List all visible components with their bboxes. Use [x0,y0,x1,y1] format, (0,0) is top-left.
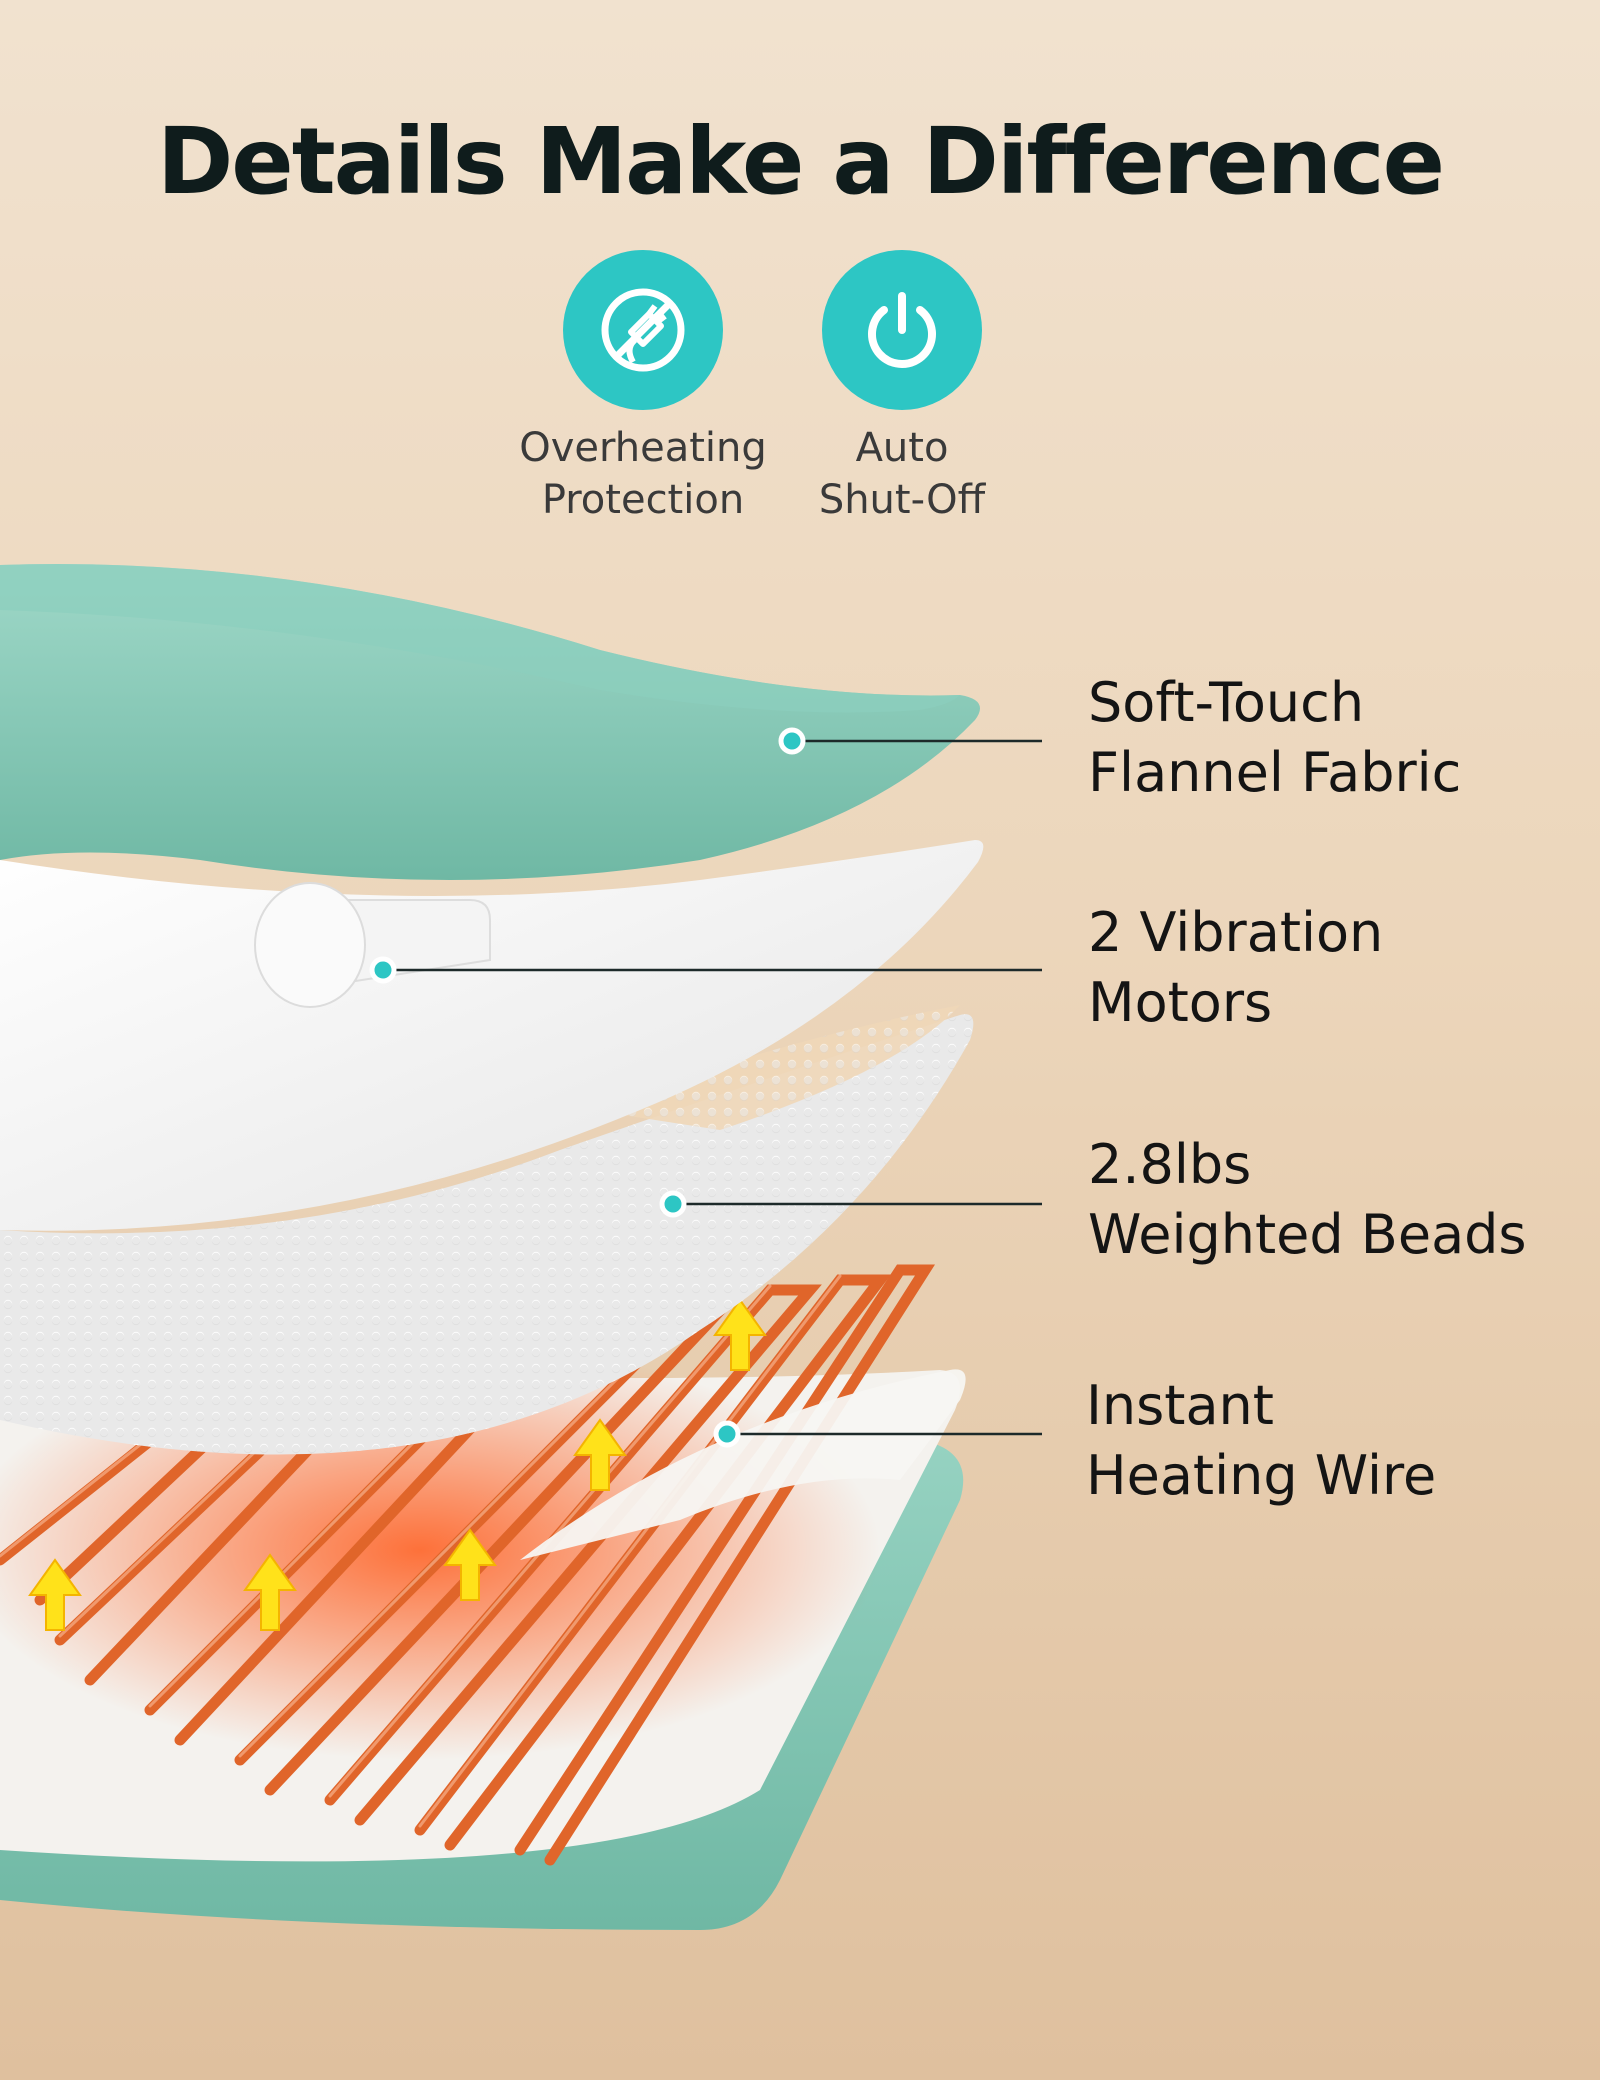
callout-line2: Heating Wire [1086,1444,1437,1507]
heat-arrow-icon [573,1418,627,1491]
no-plug-icon [563,250,723,410]
page-title: Details Make a Difference [156,108,1445,215]
callout-line2: Flannel Fabric [1088,741,1462,804]
feature-overheating-protection: Overheating Protection [508,250,778,526]
feature-auto-shut-off: Auto Shut-Off [767,250,1037,526]
feature-label-line1: Auto [855,425,949,471]
callout-line1: 2.8lbs [1088,1133,1252,1196]
feature-label-line2: Shut-Off [818,477,986,523]
heat-arrow-icon [713,1298,767,1371]
callout-heating-wire: Instant Heating Wire [1086,1371,1436,1511]
callout-vibration-motors: 2 Vibration Motors [1088,898,1383,1038]
feature-label-line2: Protection [541,477,745,523]
callout-lines [383,739,1042,1436]
heat-arrow-icon [443,1528,497,1601]
feature-label-line1: Overheating [519,425,767,471]
callout-flannel-fabric: Soft-Touch Flannel Fabric [1088,668,1461,808]
feature-label: Auto Shut-Off [767,422,1037,526]
heat-arrow-icon [243,1553,297,1631]
callout-line1: 2 Vibration [1088,901,1384,964]
callout-dot [713,1420,741,1448]
vibration-motor-layer [0,840,984,1231]
vibration-motor [254,882,491,1008]
top-fabric-layer [0,564,980,880]
feature-label: Overheating Protection [508,422,778,526]
heating-cover-layer [520,1369,966,1560]
callout-line2: Motors [1088,971,1273,1034]
callout-line1: Instant [1086,1374,1274,1437]
callout-line1: Soft-Touch [1088,671,1365,734]
callout-weighted-beads: 2.8lbs Weighted Beads [1088,1130,1527,1270]
callout-dots [369,727,806,1448]
callout-dot [659,1190,687,1218]
heat-arrows [28,1298,767,1631]
heat-arrow-icon [28,1558,82,1631]
callout-dot [778,727,806,755]
power-icon [822,250,982,410]
callout-dot [369,956,397,984]
callout-line2: Weighted Beads [1088,1203,1527,1266]
